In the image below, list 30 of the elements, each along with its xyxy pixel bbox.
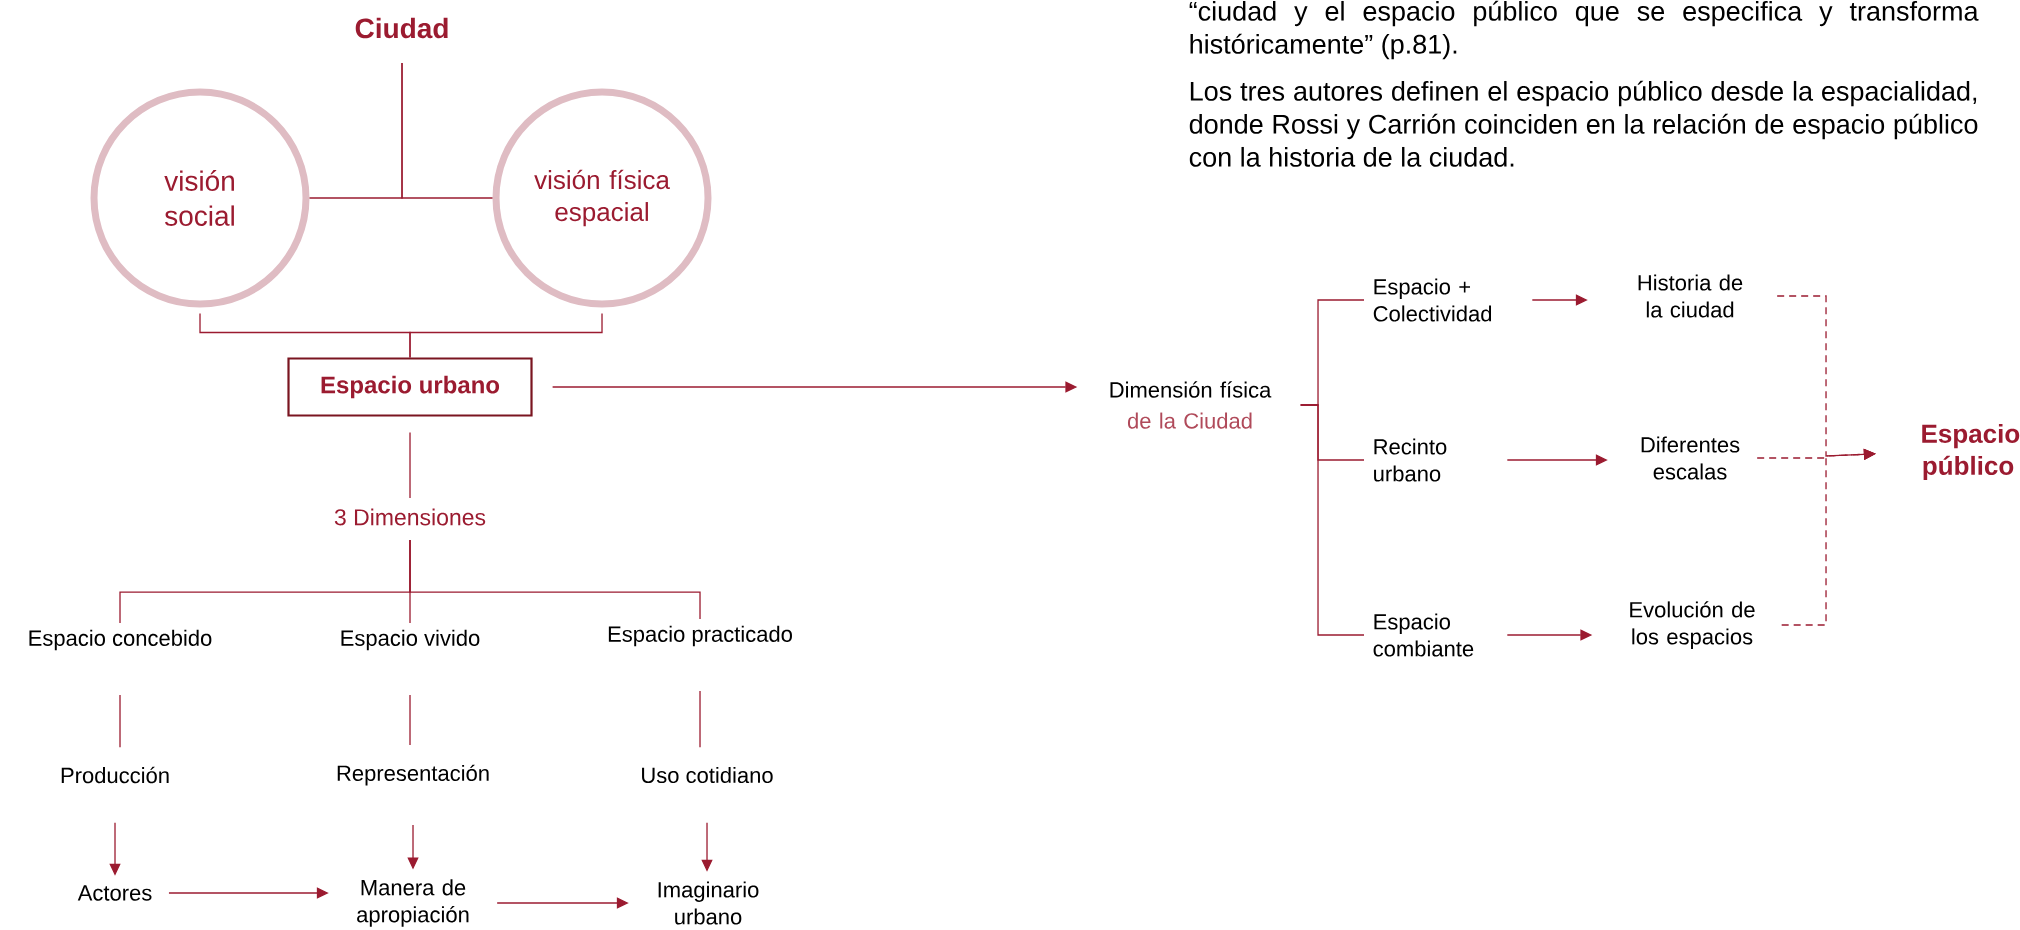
item-text: Imaginario urbano (658, 881, 759, 925)
connector-line (119, 694, 121, 748)
connector-line (1300, 404, 1365, 636)
title-text: Ciudad (355, 17, 448, 39)
heading-text: 3 Dimensiones (334, 508, 486, 526)
item-text: Historia de la ciudad (1638, 274, 1743, 318)
paragraph-text: “ciudad y el espacio público que se especifica y transforma históricamente” (p.81). (1189, 0, 1979, 60)
item-text: Espacio vivido (341, 629, 480, 651)
paragraph-text: Los tres autores definen el espacio público desde la espacialidad, donde Rossi y Carrión coinciden en la relación de espacio público con la historia de la ciudad. (1189, 80, 1978, 167)
item-text: Espacio + Colectividad (1373, 278, 1492, 322)
item-text: Espacio combiante (1373, 613, 1474, 657)
item-text: Evolución de los espacios (1630, 601, 1755, 649)
item-text: Producción (61, 766, 169, 784)
connector-line (409, 431, 411, 499)
connector-line (409, 312, 603, 359)
item-text: Recinto urbano (1374, 438, 1447, 482)
item-text: Dimensión física de la Ciudad (1110, 381, 1272, 429)
item-text: Actores (77, 885, 152, 901)
connector-line (409, 694, 411, 746)
item-text: Diferentes escalas (1641, 436, 1740, 480)
connector-line (699, 690, 701, 748)
concept-box: Espacio urbano (287, 357, 533, 417)
item-text: Espacio concebido (29, 629, 212, 651)
item-text: Uso cotidiano (642, 766, 773, 784)
result-text: Espacio público (1922, 423, 2020, 481)
item-text: Manera de apropiación (357, 879, 469, 927)
item-text: Representación (337, 764, 489, 786)
connector-line (401, 62, 494, 199)
item-text: Espacio practicado (608, 625, 792, 647)
connector-line (409, 539, 701, 620)
